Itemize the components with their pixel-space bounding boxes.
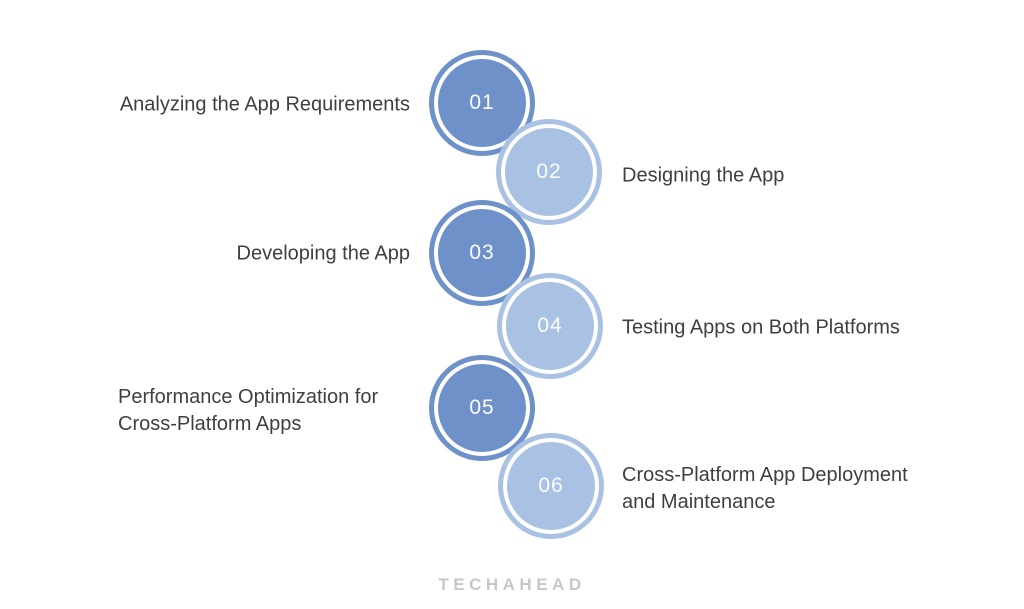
step-label-6: Cross-Platform App Deployment and Mainte… xyxy=(622,464,908,513)
step-number-1: 01 xyxy=(469,91,495,114)
techahead-logo: TECHAHEAD xyxy=(438,575,586,594)
step-circle-2: 02 xyxy=(501,124,597,220)
step-number-4: 04 xyxy=(537,314,563,337)
step-number-6: 06 xyxy=(538,474,564,497)
step-label-1: Analyzing the App Requirements xyxy=(119,93,410,116)
step-number-2: 02 xyxy=(536,160,562,183)
step-circle-6: 06 xyxy=(503,438,599,534)
step-label-5: Performance Optimization for Cross-Platf… xyxy=(118,386,379,435)
step-circle-1: 01 xyxy=(434,55,530,151)
step-circle-4: 04 xyxy=(502,278,598,374)
step-label-4: Testing Apps on Both Platforms xyxy=(622,316,900,339)
step-label-3: Developing the App xyxy=(236,242,410,265)
step-number-5: 05 xyxy=(469,396,495,419)
step-circle-5: 05 xyxy=(434,360,530,456)
step-circle-3: 03 xyxy=(434,205,530,301)
step-number-3: 03 xyxy=(469,241,495,264)
step-label-2: Designing the App xyxy=(622,164,785,187)
